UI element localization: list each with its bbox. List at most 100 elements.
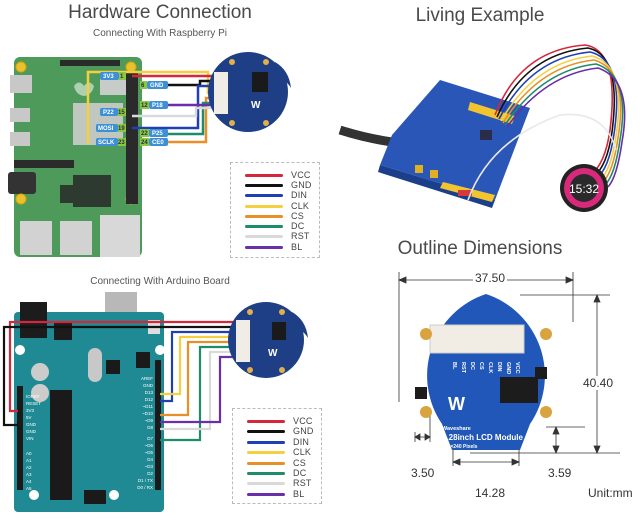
svg-text:DIN: DIN <box>496 362 502 372</box>
legend-item-din: DIN <box>245 189 307 201</box>
svg-text:AREF: AREF <box>141 376 153 381</box>
legend-item-clk: CLK <box>247 446 311 458</box>
dimension-hole-offset: 3.50 <box>411 466 435 480</box>
clock-readout: 15:32 <box>569 182 599 196</box>
arduino-left-pin-labels: IOREF RESET 3V3 5V GND GND VIN A0 A1 A2 … <box>26 394 41 491</box>
svg-text:19: 19 <box>118 126 125 132</box>
svg-text:MOSI: MOSI <box>98 126 114 132</box>
svg-text:VIN: VIN <box>26 436 34 441</box>
legend-item-din: DIN <box>247 436 309 448</box>
arduino-right-pin-labels: AREF GND D13 D12 ~D11 ~D10 ~D9 D8 D7 ~D6… <box>137 376 154 490</box>
legend-item-cs: CS <box>247 457 306 469</box>
legend-item-vcc: VCC <box>247 415 313 427</box>
svg-text:A5: A5 <box>26 486 32 491</box>
round-lcd-display: 15:32 <box>560 164 608 212</box>
legend-item-dc: DC <box>247 467 306 479</box>
svg-text:~D3: ~D3 <box>145 464 154 469</box>
lcd-module-board: VCC GND DIN CLK CS DC RST BL W Waveshare… <box>415 294 552 450</box>
outline-dimensions-drawing: VCC GND DIN CLK CS DC RST BL W Waveshare… <box>397 272 620 466</box>
svg-text:3V3: 3V3 <box>26 408 35 413</box>
svg-text:GND: GND <box>26 429 37 434</box>
dimension-width: 37.50 <box>473 271 508 285</box>
svg-text:BL: BL <box>451 362 457 370</box>
arduino-board: IOREF RESET 3V3 5V GND GND VIN A0 A1 A2 … <box>14 292 165 512</box>
wire-din <box>160 330 250 403</box>
dimension-tab-width: 14.28 <box>473 486 508 500</box>
legend-item-gnd: GND <box>245 179 312 191</box>
svg-text:D8: D8 <box>147 425 153 430</box>
svg-text:A3: A3 <box>26 472 32 477</box>
wire-cs <box>160 340 250 417</box>
wire-gnd <box>2 325 250 427</box>
svg-text:~D9: ~D9 <box>145 418 154 423</box>
living-example-photo: 15:32 <box>338 44 626 212</box>
living-example-title: Living Example <box>415 5 545 26</box>
svg-text:P25: P25 <box>152 131 163 137</box>
resolution-label: 240×240 Pixels <box>442 444 478 450</box>
svg-text:D13: D13 <box>145 390 154 395</box>
svg-text:D12: D12 <box>145 397 154 402</box>
wire-vcc <box>8 320 250 413</box>
svg-text:D4: D4 <box>147 457 153 462</box>
rpi-pin-ce0: 24 CE0 <box>140 138 168 146</box>
svg-text:23: 23 <box>118 140 125 146</box>
svg-text:RESET: RESET <box>26 401 41 406</box>
svg-text:CS: CS <box>478 362 484 370</box>
waveshare-logo: W <box>251 100 261 111</box>
dimension-unit: Unit:mm <box>588 486 633 500</box>
svg-text:15: 15 <box>118 110 125 116</box>
svg-text:GND: GND <box>150 83 164 89</box>
legend-item-gnd: GND <box>247 425 314 437</box>
svg-text:22: 22 <box>141 131 148 137</box>
svg-text:VCC: VCC <box>514 362 520 374</box>
svg-text:GND: GND <box>26 422 37 427</box>
rpi-wire-legend: VCC GND DIN CLK CS DC RST BL <box>230 162 320 258</box>
svg-text:DC: DC <box>469 362 475 370</box>
svg-text:A4: A4 <box>26 479 32 484</box>
svg-text:A2: A2 <box>26 465 32 470</box>
jumper-wires <box>467 44 626 201</box>
svg-text:1: 1 <box>120 74 124 80</box>
legend-item-cs: CS <box>245 210 304 222</box>
dimension-tab-height: 3.59 <box>548 466 572 480</box>
svg-text:D0 / RX: D0 / RX <box>137 485 153 490</box>
rpi-pin-mosi: MOSI 19 <box>96 124 126 132</box>
svg-text:6: 6 <box>141 83 145 89</box>
outline-dimensions-title: Outline Dimensions <box>397 238 563 259</box>
rpi-pin-p22: P22 15 <box>100 108 126 116</box>
legend-item-bl: BL <box>247 488 304 500</box>
waveshare-logo: W <box>268 348 278 359</box>
lcd-pin-labels: VCC GND DIN CLK CS DC RST BL <box>451 362 520 374</box>
svg-text:CE0: CE0 <box>152 140 164 146</box>
wire-dc <box>160 345 250 442</box>
wire-rst <box>132 106 222 118</box>
svg-text:~D6: ~D6 <box>145 443 154 448</box>
hardware-connection-title: Hardware Connection <box>68 2 252 23</box>
brand-label: Waveshare <box>442 426 471 432</box>
svg-text:~D5: ~D5 <box>145 450 154 455</box>
arduino-lcd-module: W <box>228 302 308 378</box>
dimension-height: 40.40 <box>583 376 614 390</box>
svg-text:RST: RST <box>460 362 466 374</box>
raspberry-pi-board <box>8 57 142 257</box>
svg-text:GND: GND <box>143 383 154 388</box>
arduino-wire-legend: VCC GND DIN CLK CS DC RST BL <box>232 408 322 504</box>
arduino-wiring-diagram: IOREF RESET 3V3 5V GND GND VIN A0 A1 A2 … <box>2 292 308 512</box>
svg-text:D2: D2 <box>147 471 153 476</box>
module-name-label: 1.28inch LCD Module <box>442 433 523 442</box>
svg-text:IOREF: IOREF <box>26 394 40 399</box>
legend-item-rst: RST <box>247 477 312 489</box>
svg-text:P18: P18 <box>152 103 163 109</box>
wire-clk <box>160 335 250 396</box>
svg-text:5V: 5V <box>26 415 32 420</box>
svg-text:~D11: ~D11 <box>142 404 153 409</box>
svg-text:P22: P22 <box>103 110 114 116</box>
svg-text:D7: D7 <box>147 436 153 441</box>
svg-text:24: 24 <box>141 140 148 146</box>
svg-text:A1: A1 <box>26 458 32 463</box>
